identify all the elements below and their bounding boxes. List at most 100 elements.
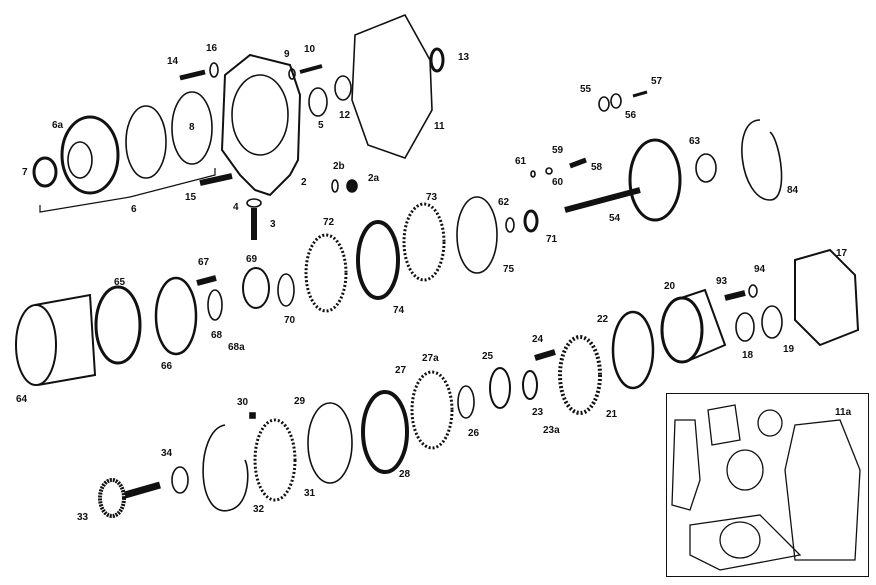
part-31-clutch-plate	[253, 418, 297, 502]
callout-21: 21	[606, 409, 618, 420]
callout-15: 15	[185, 192, 197, 203]
callout-55: 55	[580, 84, 592, 95]
callout-94: 94	[754, 264, 766, 275]
part-20-drum	[674, 288, 727, 361]
gasket-kit-inset	[666, 393, 869, 577]
callout-74: 74	[393, 305, 405, 316]
callout-28: 28	[399, 469, 411, 480]
callout-67: 67	[198, 257, 210, 268]
part-84-snap-ring	[741, 119, 783, 201]
part-6a-pump-housing	[60, 115, 120, 195]
callout-18: 18	[742, 350, 754, 361]
callout-32: 32	[253, 504, 265, 515]
part-22-ring	[611, 310, 655, 390]
callout-27: 27	[395, 365, 407, 376]
part-16-washer	[209, 62, 219, 78]
callout-27a: 27a	[422, 353, 439, 364]
callout-6: 6	[131, 204, 137, 215]
part-15-bolt	[199, 173, 233, 186]
part-62-ring	[505, 217, 515, 233]
callout-22: 22	[597, 314, 609, 325]
callout-11a: 11a	[835, 407, 852, 418]
part-2a-plug	[346, 179, 358, 193]
part-10-bolt	[299, 64, 323, 74]
callout-24: 24	[532, 334, 544, 345]
part-13-seal	[429, 47, 445, 73]
part-70-ring	[277, 273, 295, 307]
callout-68a: 68a	[228, 342, 245, 353]
inset-gasket-set	[671, 404, 861, 571]
callout-2a: 2a	[368, 173, 380, 184]
callout-70: 70	[284, 315, 296, 326]
callout-14: 14	[167, 56, 179, 67]
callout-60: 60	[552, 177, 564, 188]
callout-93: 93	[716, 276, 728, 287]
part-73-clutch-plate	[402, 202, 446, 282]
callout-20: 20	[664, 281, 676, 292]
callout-84: 84	[787, 185, 799, 196]
callout-5: 5	[318, 120, 324, 131]
part-2b-washer	[331, 179, 339, 193]
part-58-spring	[569, 157, 587, 169]
callout-2: 2	[301, 177, 307, 188]
part-25-retainer	[489, 367, 511, 409]
callout-71: 71	[546, 234, 558, 245]
callout-17: 17	[836, 248, 848, 259]
callout-61: 61	[515, 156, 527, 167]
part-74-friction-plate	[356, 220, 400, 300]
callout-23: 23	[532, 407, 544, 418]
callout-65: 65	[114, 277, 126, 288]
part-29-plate	[307, 402, 353, 484]
callout-25: 25	[482, 351, 494, 362]
callout-63: 63	[689, 136, 701, 147]
part-8-o-ring	[171, 91, 213, 165]
part-60-ball	[545, 167, 553, 175]
part-33-shaft	[124, 481, 161, 499]
callout-68: 68	[211, 330, 223, 341]
callout-62: 62	[498, 197, 510, 208]
part-68-ring	[207, 289, 223, 321]
callout-66: 66	[161, 361, 173, 372]
part-28-friction-plate	[361, 390, 409, 474]
callout-69: 69	[246, 254, 258, 265]
callout-73: 73	[426, 192, 438, 203]
part-33-gear	[98, 478, 126, 518]
part-4-washer	[246, 198, 262, 208]
callout-12: 12	[339, 110, 351, 121]
part-32-snap-ring	[202, 424, 249, 512]
part-9-washer	[288, 68, 296, 80]
part-30-key	[249, 412, 256, 419]
callout-9: 9	[284, 49, 290, 60]
part-57-pin	[632, 90, 648, 98]
callout-56: 56	[625, 110, 637, 121]
part-69-retainer	[242, 267, 270, 309]
part-34-washer	[171, 466, 189, 494]
part-19-ring	[761, 305, 783, 339]
callout-10: 10	[304, 44, 316, 55]
part-93-bolt	[724, 290, 746, 301]
callout-64: 64	[16, 394, 28, 405]
callout-33: 33	[77, 512, 89, 523]
callout-72: 72	[323, 217, 335, 228]
callout-26: 26	[468, 428, 480, 439]
callout-75: 75	[503, 264, 515, 275]
callout-11: 11	[434, 121, 445, 132]
part-56-washer	[610, 93, 622, 109]
callout-23a: 23a	[543, 425, 560, 436]
part-23-ring	[522, 370, 538, 400]
callout-16: 16	[206, 43, 218, 54]
part-6-bracket	[39, 168, 216, 213]
part-75-plate	[456, 196, 498, 274]
callout-57: 57	[651, 76, 663, 87]
part-14-bolt	[179, 69, 206, 81]
part-61-ring	[530, 170, 536, 178]
part-17-housing	[794, 248, 860, 347]
part-54-drum	[628, 138, 682, 222]
part-71-bearing	[523, 209, 539, 233]
callout-13: 13	[458, 52, 470, 63]
part-54-shaft	[564, 187, 641, 213]
callout-3: 3	[270, 219, 276, 230]
part-21-hub	[558, 335, 602, 415]
part-55-washer	[598, 96, 610, 112]
